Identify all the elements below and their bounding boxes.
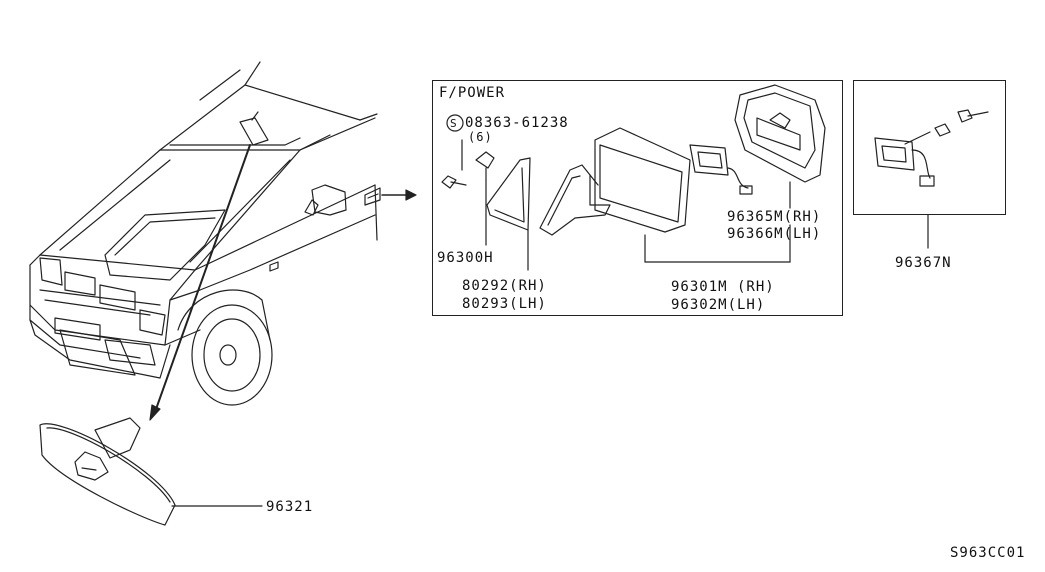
mirror-housing-part [539, 127, 791, 263]
glass-lh-part-number: 96366M(LH) [727, 226, 822, 242]
motor-panel [853, 80, 1006, 215]
bolt-part-number: 96300H [437, 250, 494, 266]
panel-title: F/POWER [439, 85, 506, 101]
cover-rh-part-number: 80292(RH) [462, 278, 547, 294]
bolt-part [475, 151, 495, 246]
arrow-door-mirror [381, 189, 417, 201]
screw-part [441, 114, 467, 189]
arrow-inner-mirror [149, 144, 251, 421]
inner-mirror-part-number: 96321 [266, 499, 314, 515]
cover-lh-part-number: 80293(LH) [462, 296, 547, 312]
mirror-cover-part [486, 157, 531, 271]
actuator-part [689, 144, 753, 195]
motor-part-number: 96367N [895, 255, 952, 271]
diagram-code: S963CC01 [950, 545, 1026, 561]
motor-part [874, 109, 989, 249]
screw-quantity: (6) [468, 130, 493, 144]
glass-rh-part-number: 96365M(RH) [727, 209, 822, 225]
screw-symbol: S [450, 117, 458, 130]
inner-mirror-illustration [39, 417, 263, 526]
screw-part-number: 08363-61238 [465, 115, 569, 131]
mirror-rh-part-number: 96301M (RH) [671, 279, 775, 295]
power-mirror-panel [432, 80, 843, 316]
vehicle-illustration [29, 61, 381, 406]
mirror-glass-part [734, 84, 826, 209]
mirror-lh-part-number: 96302M(LH) [671, 297, 766, 313]
